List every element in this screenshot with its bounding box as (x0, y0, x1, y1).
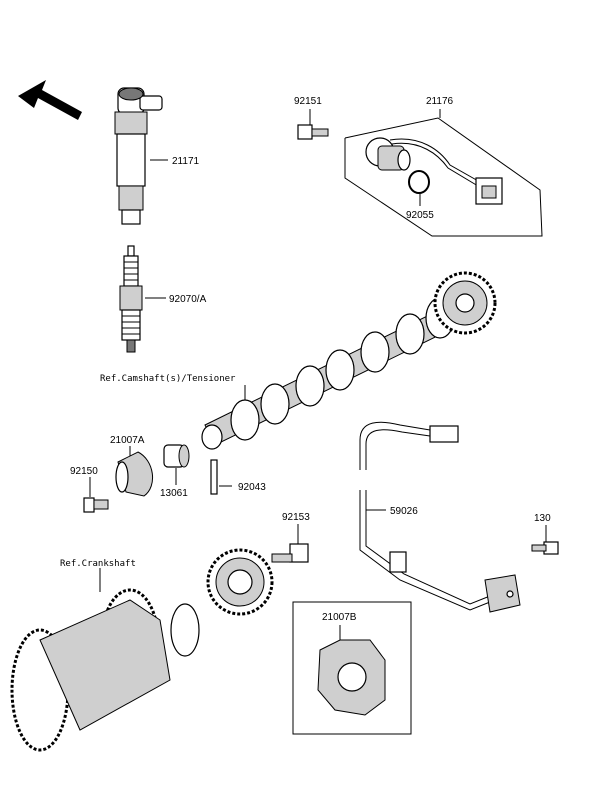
label-21176[interactable]: 21176 (426, 96, 454, 107)
rotor-21007b[interactable] (317, 639, 386, 716)
label-92070a[interactable]: 92070/A (169, 294, 207, 305)
label-ref-crankshaft[interactable]: Ref.Crankshaft (60, 559, 136, 569)
bolt-92151[interactable] (297, 124, 329, 140)
leader-lines (89, 109, 547, 640)
spark-plug[interactable] (119, 245, 143, 353)
sensor-assembly-box (344, 117, 543, 237)
ignition-coil[interactable] (114, 87, 163, 225)
pin-92043[interactable] (210, 459, 218, 495)
wiring-harness[interactable] (359, 421, 521, 613)
bolt-92150[interactable] (83, 497, 109, 513)
collar-13061[interactable] (163, 444, 190, 468)
cam-sprocket[interactable] (433, 271, 497, 335)
o-ring[interactable] (408, 170, 430, 194)
label-21007b[interactable]: 21007B (322, 612, 357, 623)
label-92153[interactable]: 92153 (282, 512, 310, 523)
rotor-21007b-box (292, 601, 412, 735)
speed-sensor[interactable] (365, 137, 503, 205)
label-13061[interactable]: 13061 (160, 488, 188, 499)
label-92043[interactable]: 92043 (238, 482, 266, 493)
label-ref-camshaft[interactable]: Ref.Camshaft(s)/Tensioner (100, 374, 236, 384)
timing-gear[interactable] (206, 548, 274, 616)
label-92055[interactable]: 92055 (406, 210, 434, 221)
front-direction-arrow-icon (18, 80, 82, 120)
label-21171[interactable]: 21171 (172, 156, 200, 167)
label-21007a[interactable]: 21007A (110, 435, 145, 446)
screw-130[interactable] (531, 541, 559, 555)
crankshaft (10, 588, 200, 752)
label-130[interactable]: 130 (534, 513, 551, 524)
label-92150[interactable]: 92150 (70, 466, 98, 477)
label-59026[interactable]: 59026 (390, 506, 418, 517)
bolt-92153[interactable] (271, 543, 309, 563)
label-92151[interactable]: 92151 (294, 96, 322, 107)
rotor-21007a[interactable] (115, 451, 153, 497)
